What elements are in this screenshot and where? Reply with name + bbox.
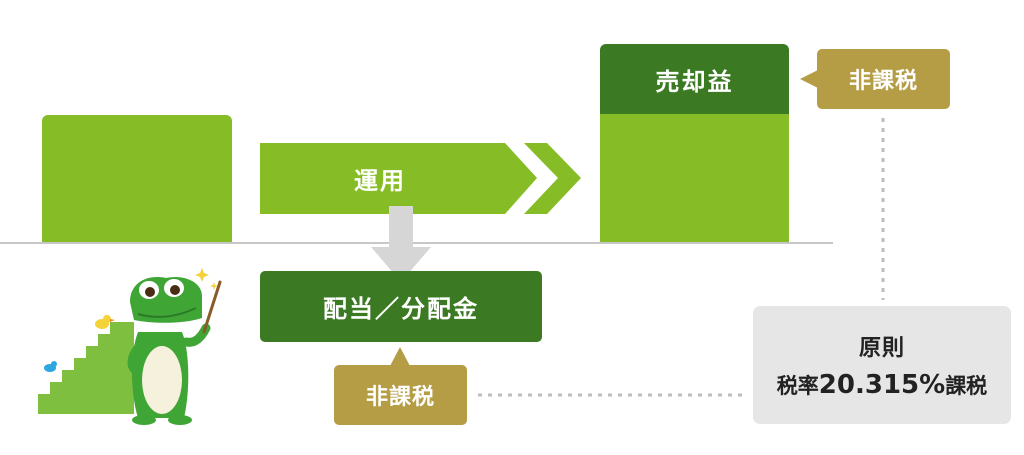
sparkle-icon <box>195 268 218 290</box>
result-principal-block <box>600 114 789 242</box>
operation-arrow-chevron <box>524 143 581 214</box>
rate-value: 20.315% <box>818 370 946 400</box>
rate-prefix: 税率 <box>776 374 819 398</box>
result-box: 売却益 <box>600 44 789 242</box>
initial-investment-box <box>42 115 232 242</box>
operation-arrow <box>260 143 537 214</box>
operation-label: 運用 <box>354 167 406 195</box>
crocodile-body <box>127 276 211 425</box>
principle-rate: 税率20.315%課税 <box>777 370 987 400</box>
down-arrow <box>371 206 431 282</box>
sale-gain-tax-tag: 非課税 <box>817 49 950 109</box>
bird-icon-small <box>44 361 57 372</box>
principle-box: 原則 税率20.315%課税 <box>753 306 1011 424</box>
principle-title: 原則 <box>858 336 905 361</box>
pointer-stick <box>202 280 222 334</box>
crocodile-teacher-icon <box>38 268 222 425</box>
rate-suffix: 課税 <box>945 374 988 398</box>
dividend-label: 配当／分配金 <box>260 271 542 342</box>
bird-icon <box>95 315 115 329</box>
dividend-tax-tag: 非課税 <box>334 365 467 425</box>
staircase <box>38 322 134 414</box>
gain-tag-pointer <box>800 70 818 88</box>
dividend-tag-pointer <box>390 347 410 366</box>
sale-gain-label: 売却益 <box>600 44 789 114</box>
